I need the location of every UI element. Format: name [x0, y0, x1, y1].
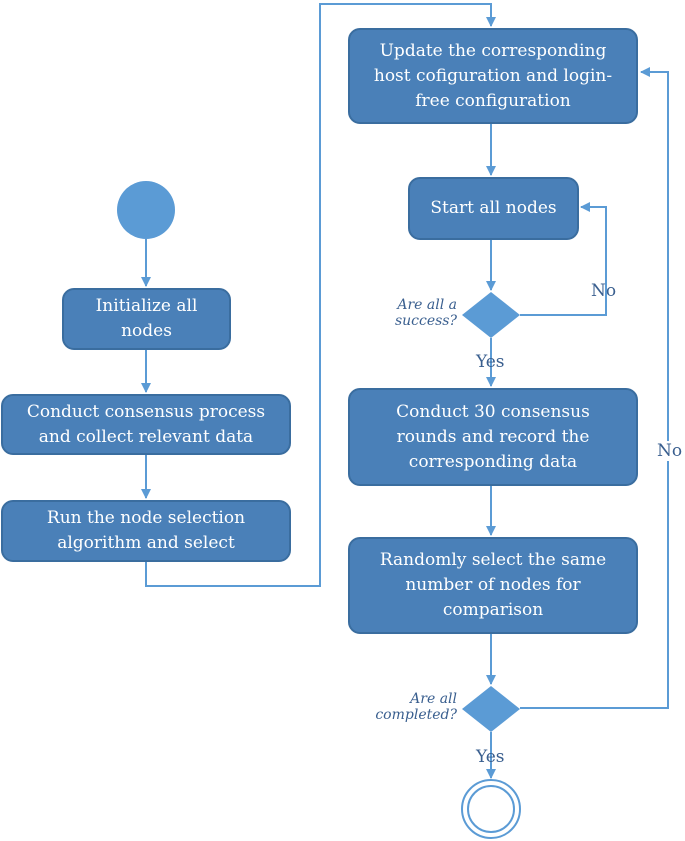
completed-no-label: No [655, 441, 685, 461]
consensus-process-box: Conduct consensus process and collect re… [1, 394, 291, 455]
random-select-text: Randomly select the same number of nodes… [379, 550, 607, 620]
start-nodes-text: Start all nodes [430, 198, 557, 218]
consensus-rounds-text: Conduct 30 consensus rounds and record t… [396, 401, 590, 472]
update-config-text: Update the corresponding host cofigurati… [373, 40, 613, 111]
initialize-nodes-box: Initialize all nodes [62, 288, 231, 350]
success-no-label: No [591, 281, 617, 301]
start-nodes-box: Start all nodes [408, 177, 579, 240]
connector-completed-no-loop [520, 67, 669, 709]
decision-completed-diamond [462, 686, 520, 732]
start-node [117, 181, 175, 239]
connector-run-to-update [145, 3, 496, 587]
node-selection-text: Run the node selection algorithm and sel… [46, 508, 246, 553]
end-node-inner-circle [467, 785, 515, 833]
completed-yes-label: Yes [476, 747, 505, 767]
update-config-box: Update the corresponding host cofigurati… [348, 28, 638, 124]
decision-success-diamond [462, 292, 520, 338]
initialize-nodes-text: Initialize all nodes [95, 296, 198, 341]
completed-question-label: Are all completed? [375, 691, 457, 723]
random-select-box: Randomly select the same number of nodes… [348, 537, 638, 634]
consensus-process-text: Conduct consensus process and collect re… [26, 401, 266, 447]
consensus-rounds-box: Conduct 30 consensus rounds and record t… [348, 388, 638, 486]
success-yes-label: Yes [476, 352, 505, 372]
connector-success-no-loop [520, 202, 607, 316]
success-question-label: Are all a success? [394, 297, 457, 329]
node-selection-box: Run the node selection algorithm and sel… [1, 500, 291, 562]
